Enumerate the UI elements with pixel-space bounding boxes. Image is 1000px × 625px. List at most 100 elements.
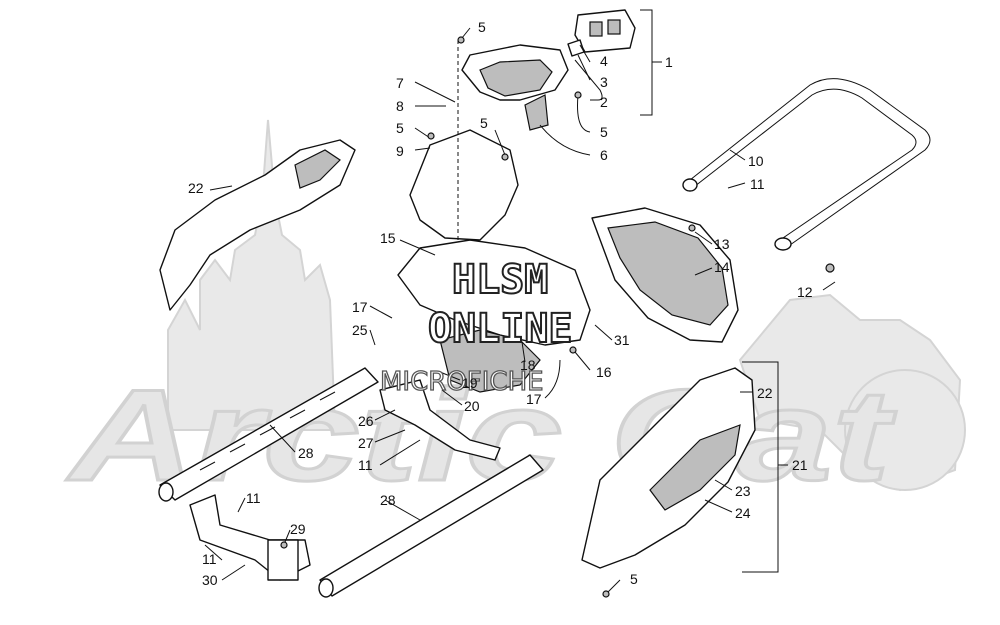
leader-12 xyxy=(822,281,836,291)
leader-31 xyxy=(594,324,613,341)
callout-11-bar: 11 xyxy=(750,176,765,192)
rear-hood-underside xyxy=(439,329,541,393)
bracket-1 xyxy=(640,9,662,116)
bracket-21 xyxy=(742,361,788,573)
leader-11a xyxy=(727,182,746,189)
callout-8: 8 xyxy=(396,98,404,114)
callout-10: 10 xyxy=(748,153,764,169)
right-rail xyxy=(318,454,544,598)
callout-22-right: 22 xyxy=(757,385,773,401)
leader-7 xyxy=(414,81,456,103)
callout-7: 7 xyxy=(396,75,404,91)
callout-21: 21 xyxy=(792,457,808,473)
callout-18: 18 xyxy=(520,357,536,373)
screw-5d xyxy=(501,153,509,161)
callout-16: 16 xyxy=(596,364,612,380)
callout-4: 4 xyxy=(600,53,608,69)
callout-11-lower-top: 11 xyxy=(246,490,261,506)
callout-17-right: 17 xyxy=(526,391,542,407)
bumper-bar-outer xyxy=(689,78,931,246)
leader-5b xyxy=(577,94,591,133)
motorcycle-wheel xyxy=(844,369,966,491)
hlsm-watermark: HLSM ONLINE MICROFICHE xyxy=(379,256,573,398)
callout-6: 6 xyxy=(600,147,608,163)
callout-5-bottom: 5 xyxy=(630,571,638,587)
taillight-bulb-socket-1 xyxy=(589,21,603,37)
rear-bumper-bar xyxy=(682,78,931,251)
leader-5e xyxy=(607,579,621,593)
callout-5-right: 5 xyxy=(600,124,608,140)
right-rail-end xyxy=(318,578,334,598)
leader-2 xyxy=(574,59,603,101)
leader-11b xyxy=(379,439,421,466)
leader-19 xyxy=(439,371,461,381)
callout-5-top: 5 xyxy=(478,19,486,35)
leader-26 xyxy=(374,409,396,421)
leader-10 xyxy=(729,149,746,161)
taillight-assembly xyxy=(461,9,636,131)
taillight-housing-shadow xyxy=(479,59,553,97)
taillight-lens xyxy=(574,9,636,53)
leader-24 xyxy=(704,499,733,513)
center-bracket xyxy=(379,379,501,461)
left-rail xyxy=(158,367,379,502)
callout-28-left: 28 xyxy=(298,445,314,461)
bumper-bar-inner xyxy=(689,88,917,241)
bumper-bar-end-1 xyxy=(682,178,698,192)
callout-9: 9 xyxy=(396,143,404,159)
left-rail-end xyxy=(158,482,174,502)
leader-27 xyxy=(374,429,406,443)
leader-23 xyxy=(714,479,733,491)
screw-5e xyxy=(602,590,610,598)
callout-2: 2 xyxy=(600,94,608,110)
screw-5a xyxy=(457,36,465,44)
callout-31: 31 xyxy=(614,332,630,348)
callout-14: 14 xyxy=(714,259,730,275)
leader-13 xyxy=(694,231,713,245)
leader-22a xyxy=(209,185,233,191)
leader-14 xyxy=(694,267,713,276)
bumper-bar-end-2 xyxy=(774,237,792,251)
leader-29 xyxy=(284,529,291,543)
leader-18 xyxy=(521,341,526,363)
screw-16 xyxy=(569,346,577,354)
callout-29: 29 xyxy=(290,521,306,537)
leader-3 xyxy=(577,54,591,81)
watermark-line-1: HLSM xyxy=(452,257,548,303)
right-upper-panel-inner xyxy=(607,221,729,326)
screw-13 xyxy=(688,224,696,232)
washer-12 xyxy=(825,263,835,273)
left-rail-slots xyxy=(199,391,336,471)
watermark-line-2: ONLINE xyxy=(428,306,573,352)
leader-5a xyxy=(461,27,471,39)
callout-25: 25 xyxy=(352,322,368,338)
callout-26: 26 xyxy=(358,413,374,429)
callout-22-left: 22 xyxy=(188,180,204,196)
taillight-bracket xyxy=(524,94,549,131)
fasteners xyxy=(280,36,835,598)
callout-24: 24 xyxy=(735,505,751,521)
callout-19: 19 xyxy=(462,375,478,391)
callout-11-lower-bottom: 11 xyxy=(202,551,217,567)
leader-30 xyxy=(221,564,246,581)
right-side-panel-stripe xyxy=(649,424,741,511)
left-side-panel-vent xyxy=(294,149,341,189)
right-side-panel xyxy=(581,367,756,569)
callout-15: 15 xyxy=(380,230,396,246)
screw-5b xyxy=(574,91,582,99)
rear-hood xyxy=(397,239,591,346)
leader-28a xyxy=(269,424,296,453)
callout-20: 20 xyxy=(464,398,480,414)
leader-lines xyxy=(204,9,836,593)
callout-3: 3 xyxy=(600,74,608,90)
leader-28b xyxy=(384,499,421,521)
leader-6 xyxy=(539,124,591,156)
leader-11d xyxy=(204,544,223,561)
leader-11c xyxy=(237,497,246,513)
callout-12: 12 xyxy=(797,284,813,300)
taillight-bulb-socket-2 xyxy=(607,19,621,35)
callout-5-mid: 5 xyxy=(480,115,488,131)
callout-23: 23 xyxy=(735,483,751,499)
callout-27: 27 xyxy=(358,435,374,451)
